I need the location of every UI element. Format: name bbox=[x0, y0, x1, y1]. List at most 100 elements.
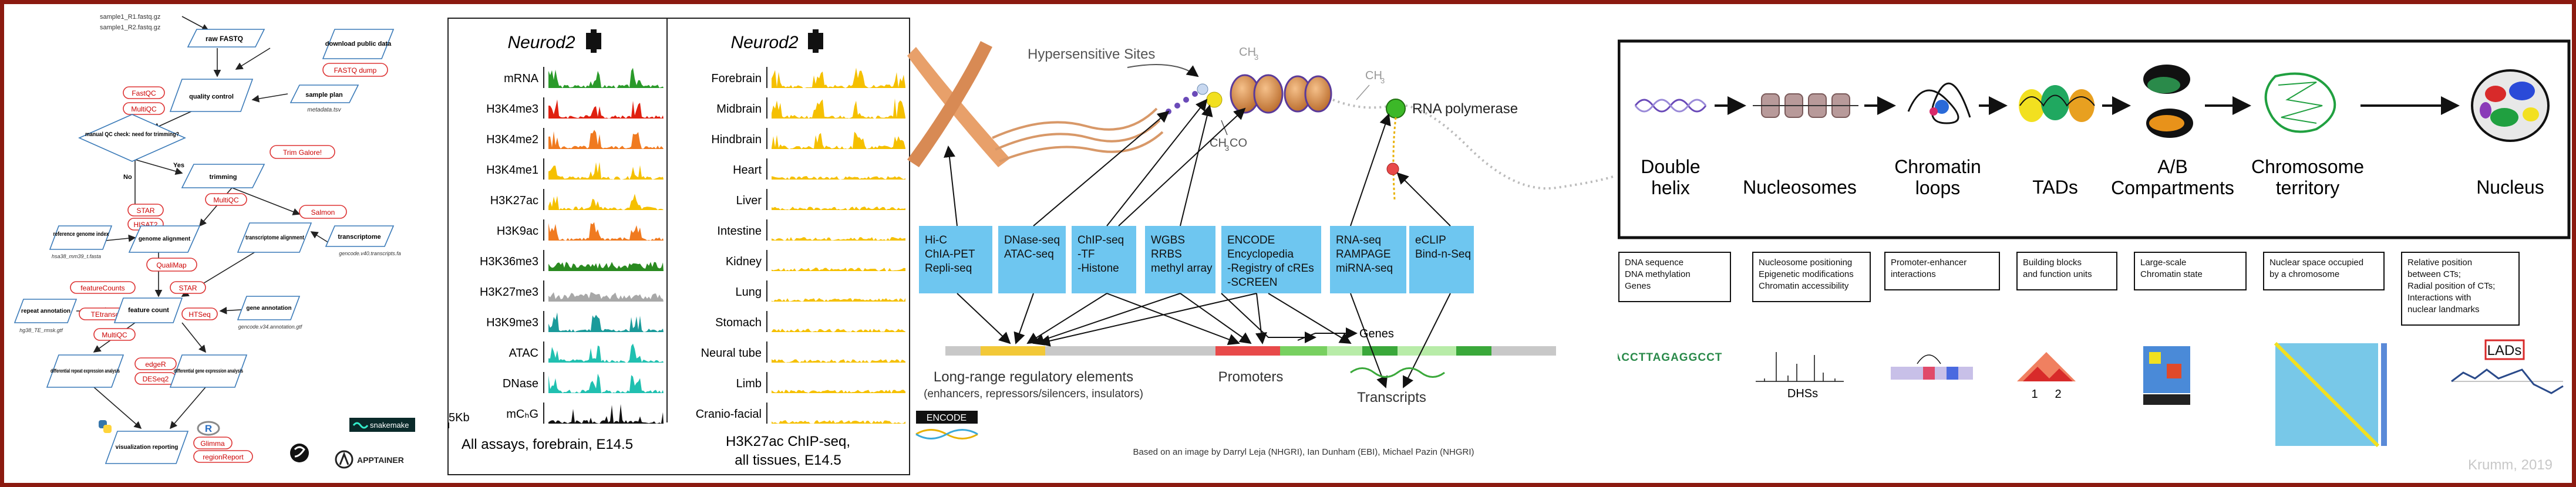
ch3-top-label: CH bbox=[1239, 46, 1256, 59]
track-label-left: H3K4me2 bbox=[486, 133, 538, 146]
star-tool-1 bbox=[127, 204, 164, 217]
region-report-tool bbox=[193, 450, 253, 463]
stage-label: Chromosome bbox=[2251, 156, 2364, 177]
krumm-credit: Krumm, 2019 bbox=[2468, 457, 2553, 473]
qc-decision-label: manual QC check: need for trimming? bbox=[85, 131, 179, 138]
description-line: interactions bbox=[1891, 269, 1936, 279]
assay-box-line: DNase-seq bbox=[1004, 234, 1060, 246]
featurecounts-tool bbox=[70, 281, 136, 294]
description-box-bg bbox=[2016, 252, 2117, 290]
encode-diagram: Hypersensitive Sites CH 3 CH 3 CO CH 3 R… bbox=[907, 41, 1615, 457]
rna-polymerase-icon bbox=[1386, 99, 1406, 119]
raw-fastq-label: raw FASTQ bbox=[206, 35, 243, 43]
track-7 bbox=[548, 292, 664, 302]
track-1 bbox=[548, 99, 664, 119]
fastq-dump-label: FASTQ dump bbox=[334, 66, 377, 75]
ch3co-label: CH bbox=[1210, 137, 1227, 150]
promoters-label: Promoters bbox=[1218, 369, 1284, 385]
dhss-label: DHSs bbox=[1787, 387, 1818, 400]
tad-heatmap bbox=[2017, 352, 2076, 381]
stage-label: Nucleosomes bbox=[1743, 177, 1857, 198]
description-box-bg bbox=[2263, 252, 2385, 290]
track-label-left: mRNA bbox=[504, 72, 539, 85]
r-logo-icon: R bbox=[197, 421, 220, 436]
sample-plan-label: sample plan bbox=[305, 92, 343, 99]
track-0 bbox=[548, 67, 664, 88]
quality-control-label: quality control bbox=[189, 93, 234, 100]
assay-box-line: -Histone bbox=[1077, 262, 1119, 275]
tissue-label: Liver bbox=[736, 194, 762, 207]
loop-plot bbox=[1891, 354, 1973, 380]
stage-label: A/B bbox=[2157, 156, 2188, 177]
tad-2-label: 2 bbox=[2055, 388, 2061, 401]
gene-strand-icon-left bbox=[586, 29, 601, 53]
assay-box-line: Bind-n-Seq bbox=[1415, 248, 1471, 261]
multiqc-tool-3 bbox=[93, 328, 136, 341]
description-line: Relative position bbox=[2407, 258, 2472, 268]
description-box-bg bbox=[1618, 252, 1731, 302]
track-label-left: H3K4me1 bbox=[486, 164, 538, 177]
assay-box-line: WGBS bbox=[1151, 234, 1185, 246]
tissue-track-9 bbox=[772, 359, 905, 363]
assay-box-bg bbox=[1145, 226, 1215, 293]
description-line: Genes bbox=[1625, 281, 1651, 291]
tads-icon bbox=[2019, 85, 2095, 122]
stage-label: territory bbox=[2276, 177, 2339, 198]
nucleosomes bbox=[1230, 74, 1332, 114]
track-8 bbox=[548, 312, 664, 332]
description-box-bg bbox=[1884, 252, 2000, 290]
gene-annotation-node bbox=[237, 296, 301, 320]
repeat-annotation-label: repeat annotation bbox=[21, 308, 70, 314]
gene-annotation-label: gene annotation bbox=[246, 305, 291, 312]
assay-box-line: Encyclopedia bbox=[1227, 248, 1294, 261]
multiqc-label-2: MultiQC bbox=[213, 196, 239, 204]
stage-label: Nucleus bbox=[2476, 177, 2544, 198]
tissue-label: Forebrain bbox=[711, 72, 762, 85]
assay-box-line: miRNA-seq bbox=[1336, 262, 1393, 275]
stage-label: Compartments bbox=[2111, 177, 2234, 198]
no-label: No bbox=[123, 174, 132, 181]
snakemake-logo: snakemake bbox=[349, 418, 415, 432]
stage-label: loops bbox=[1915, 177, 1961, 198]
assay-box-bg bbox=[998, 226, 1066, 293]
tissue-label: Midbrain bbox=[716, 103, 762, 116]
assay-box-line: -TF bbox=[1077, 248, 1095, 261]
diff-repeat-node bbox=[46, 354, 124, 388]
tracks-figure: Neurod2 Neurod2 mRNAH3K4me3H3K4me2H3K4me… bbox=[447, 18, 910, 475]
lower-arrows bbox=[957, 293, 1451, 388]
dna-strand bbox=[1332, 99, 1615, 190]
track-label-left: H3K27ac bbox=[490, 194, 538, 207]
transcripts-label: Transcripts bbox=[1357, 390, 1426, 405]
ch3-top-subscript: 3 bbox=[1254, 53, 1258, 62]
gene-title-right: Neurod2 bbox=[730, 33, 798, 52]
description-line: nuclear landmarks bbox=[2407, 305, 2480, 314]
track-label-left: H3K9me3 bbox=[486, 316, 538, 329]
track-11 bbox=[548, 404, 664, 424]
upper-arrows bbox=[944, 99, 1451, 226]
featurecounts-label: featureCounts bbox=[80, 284, 124, 292]
tissue-track-2 bbox=[772, 131, 905, 149]
track-label-left: H3K27me3 bbox=[480, 286, 538, 299]
assay-box-line: RNA-seq bbox=[1336, 234, 1381, 246]
repeat-gtf-file: hg38_TE_rmsk.gtf bbox=[19, 327, 63, 333]
track-label-left: mCₕG bbox=[506, 408, 538, 421]
fastqc-tool bbox=[123, 86, 165, 99]
description-line: Promoter-enhancer bbox=[1891, 258, 1966, 268]
track-label-left: H3K36me3 bbox=[480, 255, 538, 268]
assay-box-line: -Registry of cREs bbox=[1227, 262, 1314, 275]
assay-box-line: ChIA-PET bbox=[925, 248, 975, 261]
multiqc-label-3: MultiQC bbox=[102, 331, 127, 339]
edger-tool bbox=[134, 357, 177, 370]
reference-index-label: reference genome index bbox=[53, 231, 109, 238]
encode-logo: ENCODE bbox=[915, 411, 978, 439]
salmon-label: Salmon bbox=[311, 208, 335, 217]
description-line: Chromatin state bbox=[2140, 269, 2203, 279]
tissue-track-5 bbox=[772, 237, 905, 241]
visualization-label: visualization reporting bbox=[116, 444, 179, 451]
apptainer-logo: APPTAINER bbox=[335, 450, 404, 469]
chromatin-loop-icon bbox=[1907, 82, 1971, 124]
gene-title-left: Neurod2 bbox=[507, 33, 575, 52]
protein-ball bbox=[1197, 83, 1208, 95]
